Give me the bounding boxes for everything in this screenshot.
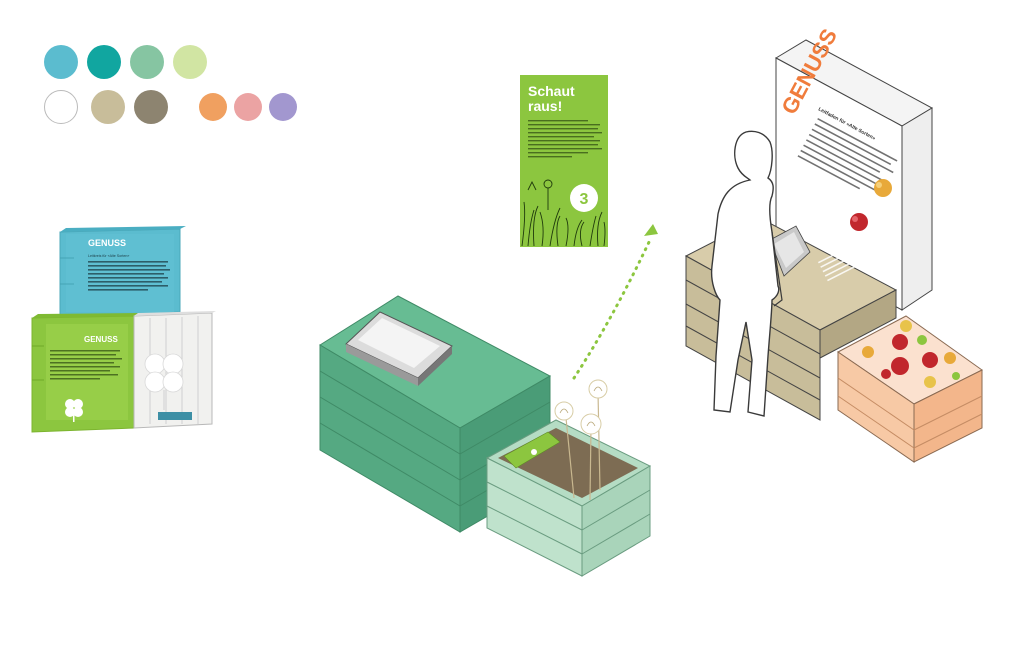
- crate-white: [133, 311, 216, 429]
- poster-number-badge: [570, 184, 598, 212]
- poster-title-line2: raus!: [528, 98, 562, 114]
- poster-title-line1: Schaut: [528, 83, 575, 99]
- dotted-arrow: [572, 224, 658, 380]
- crate-top-body: Leitkreis für «Alte Sorten»: [88, 254, 129, 258]
- swatch-blue: [44, 45, 78, 79]
- swatch-rose: [234, 93, 262, 121]
- swatch-sand: [91, 90, 125, 124]
- sprout-stems: [565, 391, 601, 501]
- swatch-mint: [130, 45, 164, 79]
- poster-schaut-raus: Schaut raus! 3: [520, 75, 608, 247]
- crate-top-title: GENUSS: [88, 238, 126, 248]
- swatch-orange: [199, 93, 227, 121]
- swatch-taupe: [134, 90, 168, 124]
- fruit-icons: [862, 320, 960, 388]
- crate-lower-title: GENUSS: [84, 335, 118, 344]
- swatch-teal: [87, 45, 121, 79]
- visitor-silhouette: [710, 130, 783, 417]
- swatch-pale-green: [173, 45, 207, 79]
- poster-number: 3: [580, 191, 589, 208]
- apple-icons: [850, 179, 892, 231]
- glass-lid: [345, 311, 453, 386]
- swatch-lavender: [269, 93, 297, 121]
- crate-stack: GENUSS Leitkreis für «Alte Sorten» GENUS…: [31, 226, 216, 433]
- clover-large-icon: [144, 353, 184, 393]
- magnifier-discs: [554, 379, 608, 435]
- grass-drawing: [521, 179, 606, 247]
- clover-icon: [65, 399, 83, 422]
- swatch-white: [44, 90, 78, 124]
- crate-genuss-blue: GENUSS Leitkreis für «Alte Sorten»: [59, 226, 186, 319]
- crate-genuss-green: GENUSS: [31, 313, 138, 433]
- planter-box: [485, 379, 652, 577]
- produce-crate: [837, 315, 983, 463]
